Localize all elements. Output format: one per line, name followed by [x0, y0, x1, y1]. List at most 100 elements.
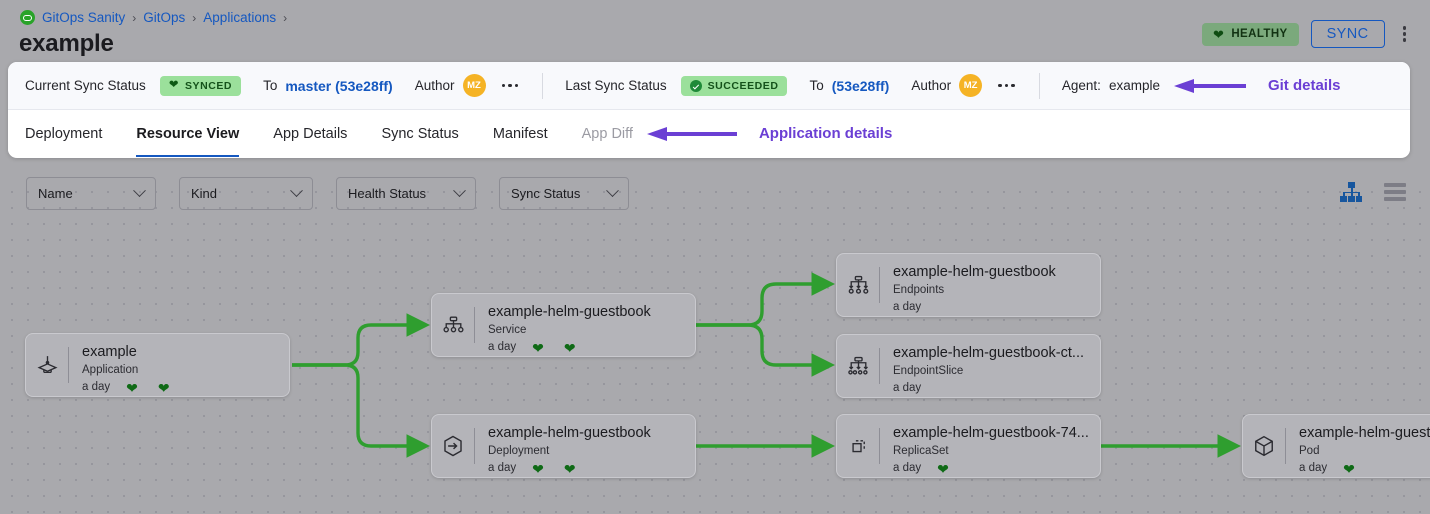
node-kind: Deployment: [488, 445, 550, 457]
node-age: a day: [82, 381, 111, 393]
node-divider: [879, 348, 880, 384]
node-age: a day: [893, 301, 922, 313]
chevron-down-icon: [133, 184, 146, 198]
tab-resource-view[interactable]: Resource View: [136, 110, 239, 157]
status-badge-label: HEALTHY: [1231, 28, 1288, 40]
node-name: example-helm-guestbook: [488, 425, 651, 441]
graph-node-application[interactable]: example Application a day ❤ ❤: [25, 333, 290, 397]
node-age: a day: [488, 341, 517, 353]
node-age: a day: [488, 462, 517, 474]
node-divider: [879, 267, 880, 303]
tab-label: App Details: [273, 125, 348, 142]
current-sync-ellipsis-icon[interactable]: [500, 82, 521, 90]
graph-node-pod[interactable]: example-helm-guest Pod a day ❤: [1242, 414, 1430, 478]
filter-name-select[interactable]: Name: [26, 177, 156, 210]
current-sync-status-value: SYNCED: [185, 79, 233, 92]
node-age: a day: [1299, 462, 1328, 474]
last-revision-link[interactable]: (53e28ff): [831, 77, 890, 94]
tab-app-diff[interactable]: App Diff: [582, 110, 633, 157]
node-meta: a day ❤ ❤: [488, 460, 651, 477]
header-actions: ❤ HEALTHY SYNC: [1202, 20, 1412, 48]
endpointslice-icon: [837, 335, 879, 397]
breadcrumb-item-gitops-sanity[interactable]: GitOps Sanity: [42, 10, 126, 25]
application-icon: [26, 334, 68, 396]
last-author-label: Author: [911, 78, 952, 93]
node-kind: Endpoints: [893, 284, 945, 296]
current-sync-status-badge: ❤ SYNCED: [159, 75, 242, 96]
tree-view-icon[interactable]: [1340, 182, 1362, 202]
service-icon: [432, 294, 474, 356]
graph-node-deployment[interactable]: example-helm-guestbook Deployment a day …: [431, 414, 696, 478]
filter-sync-status-select[interactable]: Sync Status: [499, 177, 629, 210]
tab-deployment[interactable]: Deployment: [25, 110, 102, 157]
tab-label: App Diff: [581, 125, 633, 142]
status-badge-healthy: ❤ HEALTHY: [1202, 22, 1299, 46]
heart-icon: ❤: [1213, 26, 1225, 42]
deployment-icon: [432, 415, 474, 477]
node-kind: Service: [488, 324, 527, 336]
heart-icon: ❤: [168, 78, 179, 91]
breadcrumb-separator: ›: [283, 10, 288, 25]
graph-node-service[interactable]: example-helm-guestbook Service a day ❤ ❤: [431, 293, 696, 357]
node-meta: a day: [893, 299, 1056, 316]
node-kind: ReplicaSet: [893, 445, 949, 457]
node-name: example-helm-guestbook-ct...: [893, 345, 1084, 361]
git-details-annotation: Git details: [1267, 77, 1341, 94]
avatar: MZ: [959, 74, 983, 97]
kebab-menu-icon[interactable]: [1397, 22, 1413, 46]
application-info-panel: Current Sync Status ❤ SYNCED To master (…: [8, 62, 1410, 158]
canvas-top-mask: [0, 162, 1430, 188]
tab-bar: Deployment Resource View App Details Syn…: [8, 110, 1410, 157]
current-to-label: To: [263, 78, 278, 93]
graph-node-endpoints[interactable]: example-helm-guestbook Endpoints a day: [836, 253, 1101, 317]
node-name: example-helm-guestbook: [893, 264, 1056, 280]
last-to-label: To: [809, 78, 824, 93]
page-title: example: [19, 30, 114, 57]
filter-name-label: Name: [38, 186, 73, 201]
node-meta: a day ❤ ❤: [82, 379, 190, 396]
tab-app-details[interactable]: App Details: [273, 110, 347, 157]
breadcrumb-item-gitops[interactable]: GitOps: [143, 10, 186, 25]
sync-button[interactable]: SYNC: [1310, 20, 1385, 48]
gitops-logo-icon: [20, 10, 35, 25]
check-circle-icon: [689, 79, 702, 92]
filter-kind-select[interactable]: Kind: [179, 177, 313, 210]
tab-label: Deployment: [25, 125, 103, 142]
node-divider: [879, 428, 880, 464]
current-revision-link[interactable]: master (53e28ff): [285, 77, 393, 94]
filter-health-status-select[interactable]: Health Status: [336, 177, 476, 210]
breadcrumb-separator: ›: [192, 10, 197, 25]
node-kind: Pod: [1299, 445, 1320, 457]
filter-sync-status-label: Sync Status: [511, 186, 581, 201]
node-meta: a day: [893, 380, 1084, 397]
node-meta: a day ❤ ❤: [488, 339, 651, 356]
sync-status-bar: Current Sync Status ❤ SYNCED To master (…: [8, 62, 1410, 110]
tab-sync-status[interactable]: Sync Status: [381, 110, 458, 157]
application-details-annotation: Application details: [758, 125, 893, 142]
health-heart-icon: ❤: [532, 460, 544, 477]
breadcrumb: GitOps Sanity › GitOps › Applications ›: [20, 10, 287, 25]
graph-node-replicaset[interactable]: example-helm-guestbook-74... ReplicaSet …: [836, 414, 1101, 478]
last-sync-ellipsis-icon[interactable]: [996, 82, 1017, 90]
node-divider: [1285, 428, 1286, 464]
last-sync-status-badge: SUCCEEDED: [680, 75, 788, 96]
last-sync-status-label: Last Sync Status: [565, 78, 667, 93]
filter-bar: Name Kind Health Status Sync Status: [26, 177, 629, 210]
tab-label: Manifest: [492, 125, 548, 142]
sync-heart-icon: ❤: [157, 379, 170, 396]
tab-manifest[interactable]: Manifest: [493, 110, 548, 157]
node-name: example: [82, 344, 137, 360]
graph-node-endpointslice[interactable]: example-helm-guestbook-ct... EndpointSli…: [836, 334, 1101, 398]
chevron-down-icon: [290, 184, 303, 198]
sync-heart-icon: ❤: [563, 339, 576, 356]
node-age: a day: [893, 462, 922, 474]
breadcrumb-item-applications[interactable]: Applications: [203, 10, 277, 25]
list-view-icon[interactable]: [1384, 183, 1406, 201]
node-divider: [474, 307, 475, 343]
page-header-band: GitOps Sanity › GitOps › Applications › …: [0, 0, 1430, 66]
node-meta: a day ❤: [893, 460, 1089, 477]
chevron-down-icon: [453, 184, 466, 198]
health-heart-icon: ❤: [1343, 460, 1355, 477]
node-meta: a day ❤: [1299, 460, 1430, 477]
